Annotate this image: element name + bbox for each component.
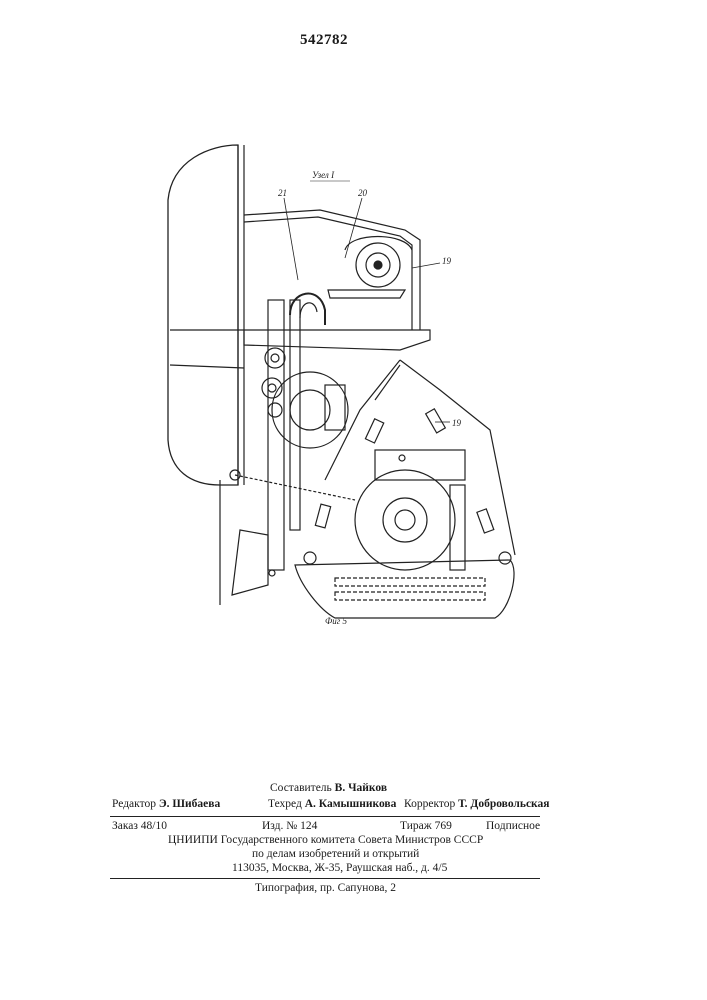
callout-21: 21 <box>278 188 287 198</box>
composer-label: Составитель <box>270 782 332 794</box>
divider-top <box>110 816 540 817</box>
editor-name: Э. Шибаева <box>159 798 220 810</box>
callout-19-lower: 19 <box>452 418 462 428</box>
figure-caption: Фиг 5 <box>325 616 347 626</box>
techred-line: Техред А. Камышникова <box>268 798 396 810</box>
techred-label: Техред <box>268 798 302 810</box>
techred-name: А. Камышникова <box>305 798 397 810</box>
callout-20: 20 <box>358 188 368 198</box>
editor-line: Редактор Э. Шибаева <box>112 798 220 810</box>
subscription: Подписное <box>486 820 540 832</box>
composer-name: В. Чайков <box>335 782 387 794</box>
org-line-2: по делам изобретений и открытий <box>252 848 419 860</box>
corrector-line: Корректор Т. Добровольская <box>404 798 549 810</box>
patent-number: 542782 <box>300 32 348 49</box>
order-number: Заказ 48/10 <box>112 820 167 832</box>
divider-bottom <box>110 878 540 879</box>
corrector-name: Т. Добровольская <box>458 798 549 810</box>
org-line-1: ЦНИИПИ Государственного комитета Совета … <box>168 834 483 846</box>
node-label: Узел I <box>312 170 335 180</box>
corrector-label: Корректор <box>404 798 455 810</box>
printing-house: Типография, пр. Сапунова, 2 <box>255 882 396 894</box>
edition-number: Изд. № 124 <box>262 820 317 832</box>
circulation: Тираж 769 <box>400 820 452 832</box>
technical-drawing: Узел I 21 20 19 19 Фиг 5 <box>150 140 570 640</box>
editor-label: Редактор <box>112 798 156 810</box>
address: 113035, Москва, Ж-35, Раушская наб., д. … <box>232 862 447 874</box>
composer-line: Составитель В. Чайков <box>270 782 387 794</box>
callout-19-upper: 19 <box>442 256 452 266</box>
